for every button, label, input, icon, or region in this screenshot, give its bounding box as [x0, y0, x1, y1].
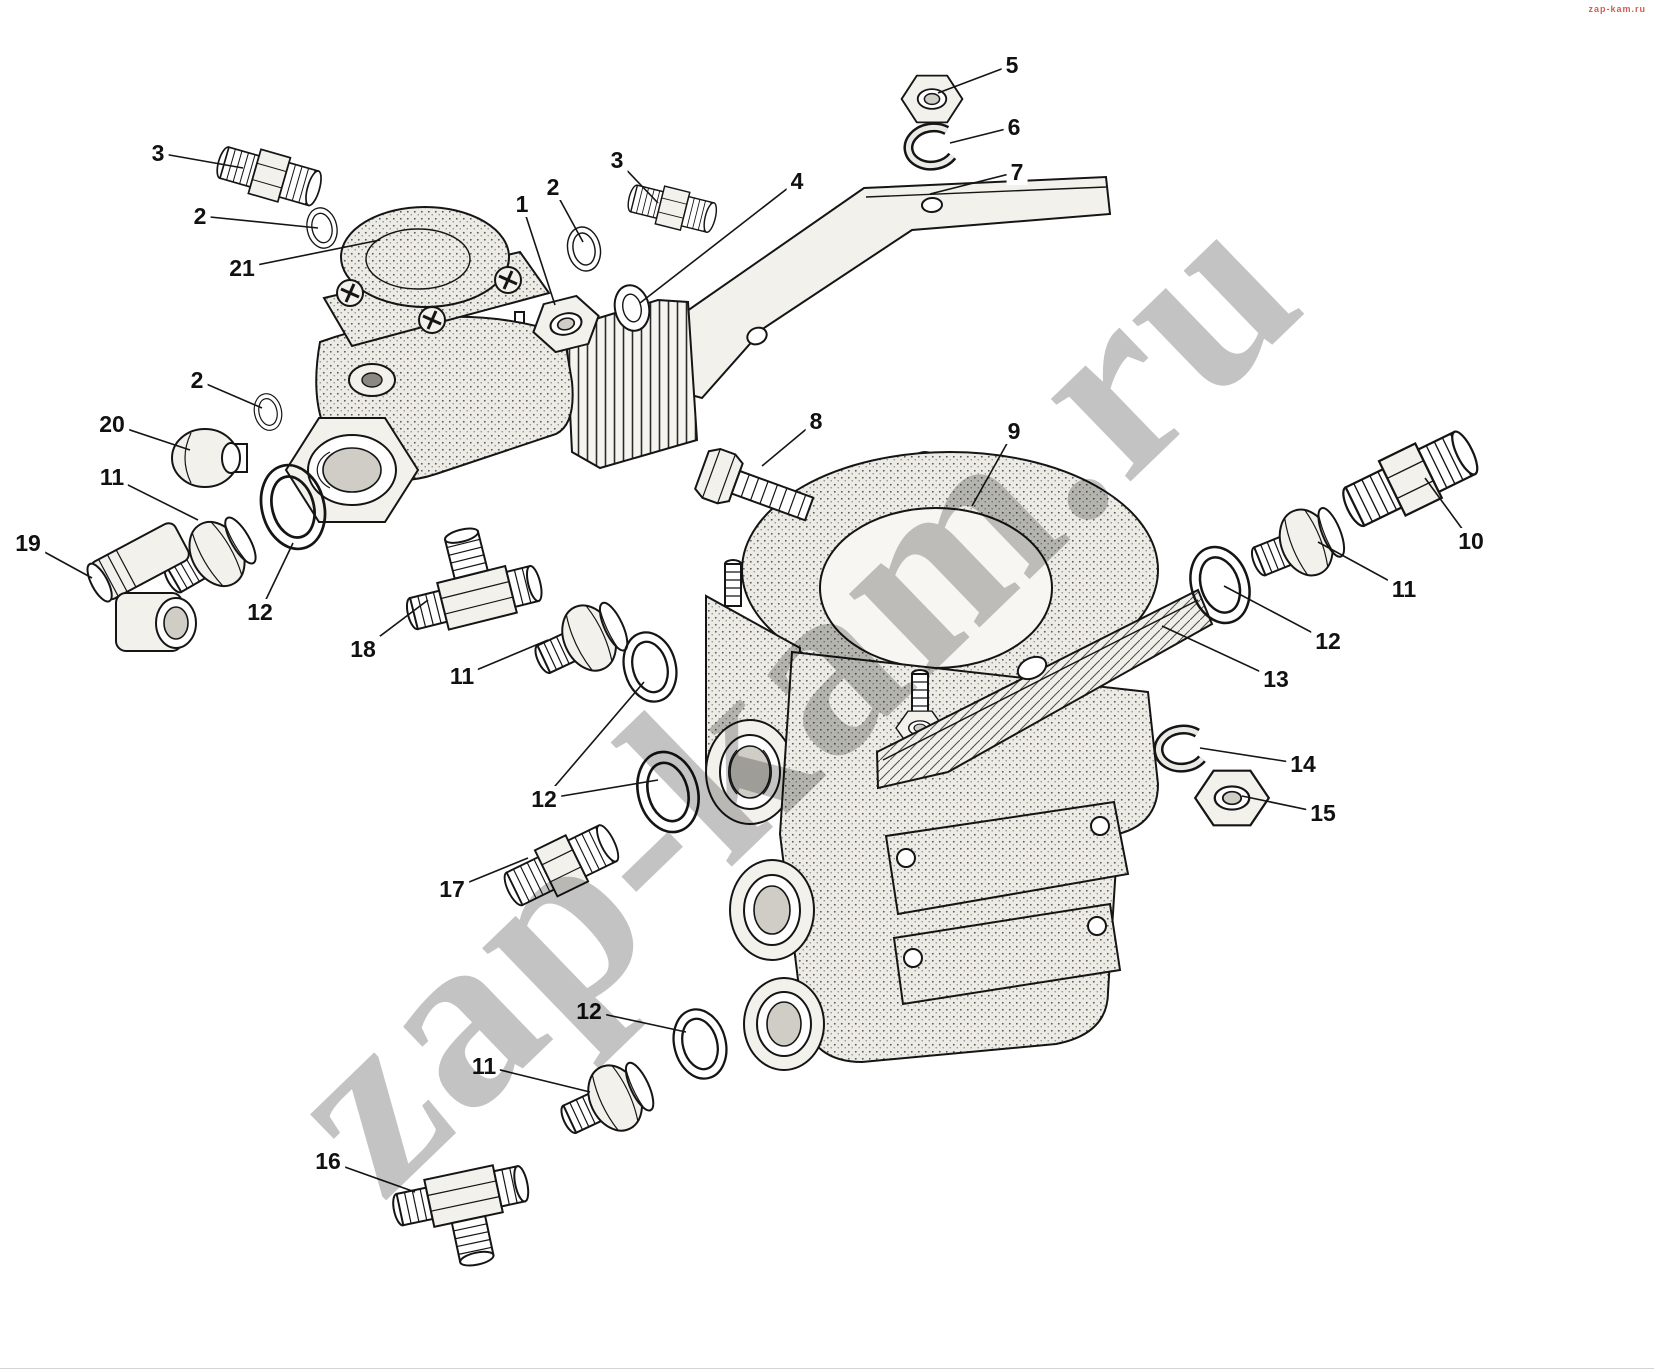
callout-13: 13: [1259, 666, 1293, 692]
callout-11: 11: [95, 464, 129, 490]
plug-20: [171, 428, 248, 488]
valve-cover-dome-21: [340, 206, 510, 308]
callout-3: 3: [147, 140, 169, 166]
callout-12: 12: [243, 599, 277, 625]
leader-line: [1223, 585, 1329, 642]
callout-9: 9: [1003, 418, 1025, 444]
callout-19: 19: [11, 530, 45, 556]
cover-flange: [884, 800, 1130, 916]
finned-block: [564, 298, 699, 470]
leader-line: [949, 126, 1015, 144]
leader-line: [199, 215, 319, 229]
brake-valve-lower-assembly: [705, 451, 1160, 1071]
callout-2: 2: [186, 367, 208, 393]
callout-10: 10: [1454, 528, 1488, 554]
callout-11: 11: [467, 1053, 501, 1079]
leader-line: [937, 64, 1013, 94]
leader-line: [483, 1065, 591, 1093]
valve-bracket-13: [875, 588, 1214, 790]
callout-4: 4: [786, 168, 808, 194]
air-valve-upper-assembly: [284, 206, 651, 523]
callout-6: 6: [1003, 114, 1025, 140]
leader-line: [1199, 747, 1304, 765]
callout-2: 2: [189, 203, 211, 229]
callout-3: 3: [606, 147, 628, 173]
callout-21: 21: [225, 255, 259, 281]
leader-line: [196, 379, 263, 409]
callout-12: 12: [527, 786, 561, 812]
callout-14: 14: [1286, 751, 1320, 777]
callout-8: 8: [805, 408, 827, 434]
corner-watermark: zap-kam.ru: [1588, 4, 1646, 14]
callout-17: 17: [435, 876, 469, 902]
union-nut-4: [613, 284, 651, 332]
callout-12: 12: [572, 998, 606, 1024]
callout-1: 1: [511, 191, 533, 217]
leader-line: [929, 171, 1018, 195]
callout-12: 12: [1311, 628, 1345, 654]
bolt-8: [694, 447, 815, 522]
elbow-fitting-19: [86, 522, 197, 652]
callout-5: 5: [1001, 52, 1023, 78]
cover-flange: [892, 902, 1122, 1006]
callout-7: 7: [1006, 159, 1028, 185]
callout-11: 11: [445, 663, 479, 689]
callout-15: 15: [1306, 800, 1340, 826]
callout-2: 2: [542, 174, 564, 200]
leader-line: [157, 152, 244, 169]
leader-line: [639, 180, 798, 304]
leader-line: [1161, 625, 1277, 680]
leader-line: [543, 681, 645, 800]
leader-line: [241, 239, 381, 269]
leader-line: [543, 779, 659, 800]
leader-line: [521, 203, 556, 306]
callout-16: 16: [311, 1148, 345, 1174]
callout-11: 11: [1387, 576, 1421, 602]
callout-18: 18: [346, 636, 380, 662]
callout-20: 20: [95, 411, 129, 437]
